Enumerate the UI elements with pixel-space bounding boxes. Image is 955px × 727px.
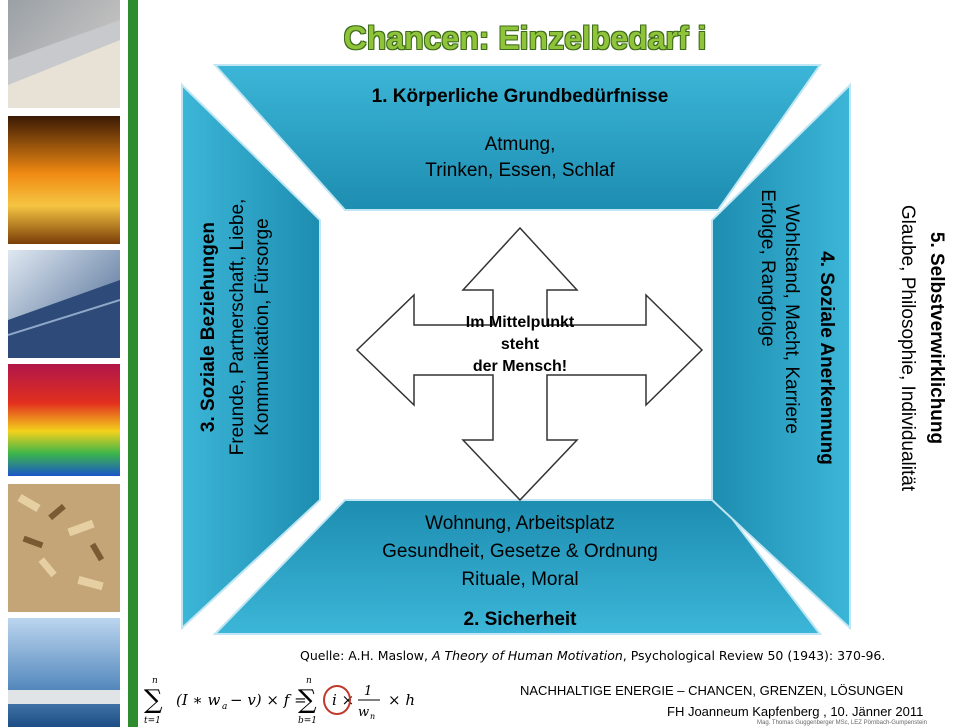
- steel-roof-photo: [8, 0, 120, 108]
- outer-right-line: Glaube, Philosophie, Individualität: [897, 204, 918, 492]
- right-panel: [711, 82, 851, 631]
- footer-line-2: FH Joanneum Kapfenberg , 10. Jänner 2011: [667, 704, 924, 719]
- source-prefix: Quelle: A.H. Maslow,: [300, 648, 432, 663]
- top-section-heading: 1. Körperliche Grundbedürfnisse: [371, 86, 669, 107]
- left-section-line-1: Freunde, Partnerschaft, Liebe,: [227, 198, 248, 456]
- svg-text:(I ∗ w: (I ∗ w: [176, 691, 221, 709]
- source-suffix: , Psychological Review 50 (1943): 370-96…: [622, 648, 886, 663]
- footer-line-1: NACHHALTIGE ENERGIE – CHANCEN, GRENZEN, …: [520, 683, 904, 698]
- svg-text:1: 1: [364, 684, 372, 699]
- outer-right-heading: 5. Selbstverwirklichung: [926, 231, 947, 445]
- right-section-line-1: Wohlstand, Macht, Karriere: [781, 204, 802, 434]
- hydro-plant-photo: [8, 618, 120, 727]
- footer-line-3: Mag. Thomas Guggenberger MSc, LEZ Pörnba…: [757, 720, 927, 726]
- center-line-1: Im Mittelpunkt: [465, 314, 575, 331]
- right-section-line-2: Erfolge, Rangfolge: [757, 189, 778, 347]
- svg-text:n: n: [370, 712, 375, 721]
- center-line-2: steht: [500, 336, 540, 353]
- four-way-arrow: [355, 226, 704, 502]
- svg-text:− v) × f =: − v) × f =: [230, 691, 307, 709]
- bottom-panel: [212, 499, 823, 635]
- svg-text:× h: × h: [388, 691, 415, 709]
- left-panel: [181, 82, 321, 631]
- formula: n ∑ t=1 (I ∗ w a − v) × f = n ∑ b=1 i × …: [144, 676, 415, 726]
- bottom-section-line-2: Gesundheit, Gesetze & Ordnung: [382, 541, 658, 562]
- svg-text:b=1: b=1: [298, 716, 317, 726]
- bottom-section-line-3: Rituale, Moral: [461, 569, 579, 590]
- right-section-heading: 4. Soziale Anerkennung: [816, 251, 837, 465]
- svg-text:∑: ∑: [144, 685, 163, 715]
- sidebar-green-bar: [128, 0, 138, 727]
- svg-text:n: n: [152, 676, 158, 686]
- left-section-heading: 3. Soziale Beziehungen: [198, 221, 219, 433]
- solar-panel-photo: [8, 250, 120, 358]
- svg-text:∑: ∑: [298, 685, 317, 715]
- highlight-circle: [323, 685, 351, 715]
- thermal-image-photo: [8, 364, 120, 476]
- sidebar-image-strip: [0, 0, 128, 727]
- top-panel: [212, 64, 822, 211]
- fire-photo: [8, 116, 120, 244]
- source-book: A Theory of Human Motivation: [431, 648, 623, 663]
- center-line-3: der Mensch!: [472, 358, 568, 375]
- top-section-line-2: Trinken, Essen, Schlaf: [425, 160, 615, 181]
- svg-text:t=1: t=1: [144, 716, 161, 726]
- left-section-line-2: Kommunikation, Fürsorge: [252, 218, 273, 436]
- svg-text:w: w: [358, 705, 369, 720]
- svg-text:a: a: [222, 702, 227, 712]
- page-title: Chancen: Einzelbedarf i: [343, 20, 707, 56]
- wood-chips-photo: [8, 484, 120, 612]
- svg-text:n: n: [306, 676, 312, 686]
- source-citation: Quelle: A.H. Maslow, A Theory of Human M…: [300, 648, 885, 663]
- bottom-section-heading: 2. Sicherheit: [463, 609, 577, 630]
- top-section-line-1: Atmung,: [484, 134, 556, 155]
- bottom-section-line-1: Wohnung, Arbeitsplatz: [425, 513, 615, 534]
